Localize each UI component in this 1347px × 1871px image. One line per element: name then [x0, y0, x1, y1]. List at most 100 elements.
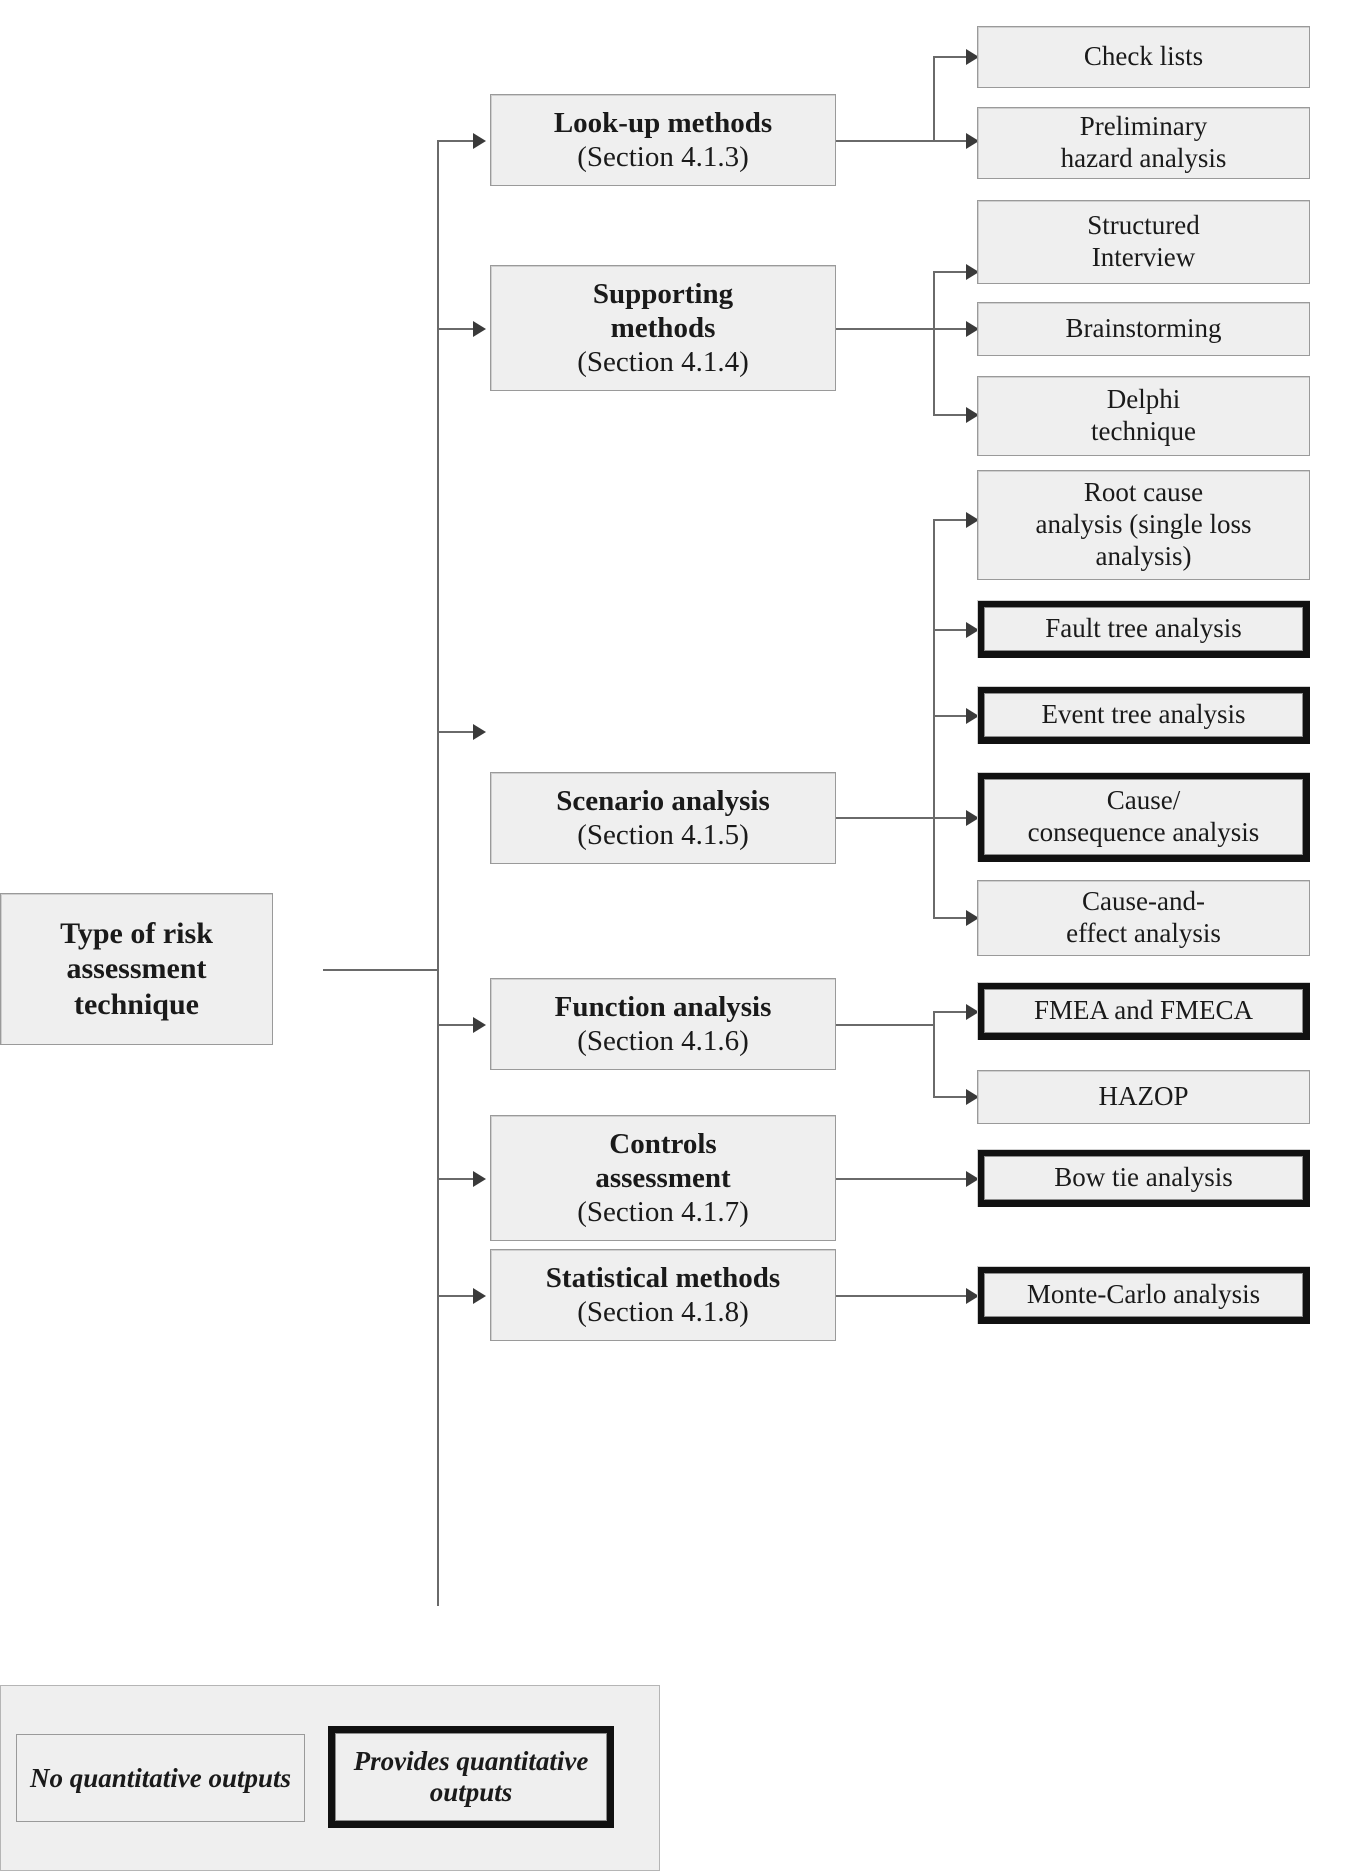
technique-event-tree-analysis[interactable]: Event tree analysis	[977, 686, 1310, 744]
category-supporting-methods[interactable]: Supporting methods (Section 4.1.4)	[490, 265, 836, 391]
supporting-methods-section: (Section 4.1.4)	[577, 346, 749, 379]
controls-assessment-title-line-2: assessment	[595, 1161, 731, 1194]
stub-function-analysis	[437, 1024, 473, 1026]
cause-consequence-analysis-label: Cause/ consequence analysis	[991, 785, 1296, 849]
arrow-fmea-and-fmeca	[966, 1004, 979, 1020]
function-analysis-section: (Section 4.1.6)	[577, 1025, 749, 1057]
trunk-vertical-line	[437, 140, 439, 1606]
controls-assessment-section: (Section 4.1.7)	[577, 1196, 749, 1229]
fmea-and-fmeca-inner: FMEA and FMECA	[984, 989, 1303, 1033]
branch-arm-brainstorming	[933, 328, 971, 330]
branch-bus-look-up	[933, 56, 935, 141]
supporting-methods-title-line-2: methods	[610, 311, 716, 344]
stub-controls-assessment	[437, 1178, 473, 1180]
technique-check-lists[interactable]: Check lists	[977, 26, 1310, 88]
legend-provides-quantitative-outputs[interactable]: Provides quantitative outputs	[328, 1726, 614, 1828]
branch-arm-structured-interview	[933, 271, 971, 273]
controls-assessment-title-line-1: Controls	[609, 1127, 717, 1160]
branch-arm-root-cause	[933, 519, 971, 521]
root-cause-line-3: analysis)	[1095, 540, 1192, 571]
branch-arm-hazop	[933, 1096, 971, 1098]
legend-panel: No quantitative outputs Provides quantit…	[0, 1685, 660, 1871]
arrow-cause-and-effect-analysis	[966, 910, 979, 926]
legend-no-quantitative-label: No quantitative outputs	[29, 1762, 292, 1793]
technique-delphi-technique[interactable]: Delphi technique	[977, 376, 1310, 456]
technique-root-cause-analysis[interactable]: Root cause analysis (single loss analysi…	[977, 470, 1310, 580]
arrow-root-cause-analysis	[966, 512, 979, 528]
technique-preliminary-hazard-analysis[interactable]: Preliminary hazard analysis	[977, 107, 1310, 179]
structured-interview-label: Structured Interview	[984, 210, 1303, 274]
root-cause-analysis-label: Root cause analysis (single loss analysi…	[984, 477, 1303, 573]
technique-cause-and-effect-analysis[interactable]: Cause-and- effect analysis	[977, 880, 1310, 956]
category-controls-assessment[interactable]: Controls assessment (Section 4.1.7)	[490, 1115, 836, 1241]
delphi-line-2: technique	[1091, 416, 1196, 446]
root-line-1: Type of risk	[60, 916, 213, 950]
category-statistical-methods-label: Statistical methods (Section 4.1.8)	[497, 1261, 829, 1329]
fmea-and-fmeca-label: FMEA and FMECA	[1033, 995, 1254, 1026]
technique-fmea-and-fmeca[interactable]: FMEA and FMECA	[977, 982, 1310, 1040]
stub-supporting-methods	[437, 328, 473, 330]
fault-tree-analysis-inner: Fault tree analysis	[984, 607, 1303, 651]
delphi-technique-label: Delphi technique	[984, 384, 1303, 448]
branch-arm-fault-tree	[933, 629, 971, 631]
arrow-delphi-technique	[966, 407, 979, 423]
technique-fault-tree-analysis[interactable]: Fault tree analysis	[977, 600, 1310, 658]
preliminary-hazard-analysis-label: Preliminary hazard analysis	[984, 111, 1303, 175]
root-cause-line-2: analysis (single loss	[1035, 509, 1252, 540]
arrow-check-lists	[966, 49, 979, 65]
bow-tie-analysis-label: Bow tie analysis	[1054, 1162, 1233, 1193]
arrow-bow-tie-analysis	[966, 1171, 979, 1187]
statistical-methods-title: Statistical methods	[545, 1261, 781, 1294]
root-line-3: technique	[73, 987, 199, 1021]
arrow-scenario-analysis	[473, 724, 486, 740]
arrow-supporting-methods	[473, 321, 486, 337]
cause-and-effect-analysis-label: Cause-and- effect analysis	[984, 886, 1303, 950]
arrow-hazop	[966, 1089, 979, 1105]
root-node-label: Type of risk assessment technique	[7, 916, 266, 1022]
event-tree-analysis-inner: Event tree analysis	[984, 693, 1303, 737]
preliminary-hazard-line-2: hazard analysis	[1060, 143, 1227, 173]
branch-arm-cause-consequence	[933, 817, 971, 819]
branch-arm-fmea	[933, 1011, 971, 1013]
root-node-type-of-risk-assessment-technique[interactable]: Type of risk assessment technique	[0, 893, 273, 1045]
technique-cause-consequence-analysis[interactable]: Cause/ consequence analysis	[977, 772, 1310, 862]
branch-arm-preliminary-hazard	[933, 140, 971, 142]
technique-structured-interview[interactable]: Structured Interview	[977, 200, 1310, 284]
branch-bus-scenario	[933, 519, 935, 917]
arrow-brainstorming	[966, 321, 979, 337]
scenario-analysis-title: Scenario analysis	[556, 784, 770, 817]
preliminary-hazard-line-1: Preliminary	[1079, 111, 1208, 142]
root-cause-line-1: Root cause	[1083, 477, 1204, 508]
cause-consequence-line-1: Cause/	[1106, 785, 1181, 816]
technique-monte-carlo-analysis[interactable]: Monte-Carlo analysis	[977, 1266, 1310, 1324]
statistical-methods-section: (Section 4.1.8)	[577, 1296, 749, 1328]
monte-carlo-analysis-inner: Monte-Carlo analysis	[984, 1273, 1303, 1317]
stub-scenario-analysis	[437, 731, 473, 733]
legend-no-quantitative-outputs[interactable]: No quantitative outputs	[16, 1734, 305, 1822]
root-connector-line	[323, 969, 439, 971]
category-scenario-analysis[interactable]: Scenario analysis (Section 4.1.5)	[490, 772, 836, 864]
arrow-look-up-methods	[473, 133, 486, 149]
category-look-up-methods[interactable]: Look-up methods (Section 4.1.3)	[490, 94, 836, 186]
fault-tree-analysis-label: Fault tree analysis	[1045, 613, 1242, 644]
stub-look-up-methods	[437, 140, 473, 142]
legend-provides-quantitative-label: Provides quantitative outputs	[354, 1746, 589, 1808]
branch-arm-cause-effect	[933, 917, 971, 919]
cause-and-effect-line-1: Cause-and-	[1082, 886, 1205, 917]
cause-consequence-analysis-inner: Cause/ consequence analysis	[984, 779, 1303, 855]
bow-tie-analysis-inner: Bow tie analysis	[984, 1156, 1303, 1200]
arrow-preliminary-hazard-analysis	[966, 133, 979, 149]
arrow-monte-carlo-analysis	[966, 1288, 979, 1304]
structured-interview-line-1: Structured	[1087, 210, 1200, 241]
legend-provides-quantitative-inner: Provides quantitative outputs	[335, 1733, 607, 1821]
hazop-label: HAZOP	[1098, 1081, 1189, 1112]
branch-arm-check-lists	[933, 56, 971, 58]
technique-brainstorming[interactable]: Brainstorming	[977, 302, 1310, 356]
arrow-statistical-methods	[473, 1288, 486, 1304]
technique-hazop[interactable]: HAZOP	[977, 1070, 1310, 1124]
branch-bus-supporting	[933, 271, 935, 415]
technique-bow-tie-analysis[interactable]: Bow tie analysis	[977, 1149, 1310, 1207]
category-statistical-methods[interactable]: Statistical methods (Section 4.1.8)	[490, 1249, 836, 1341]
category-function-analysis[interactable]: Function analysis (Section 4.1.6)	[490, 978, 836, 1070]
